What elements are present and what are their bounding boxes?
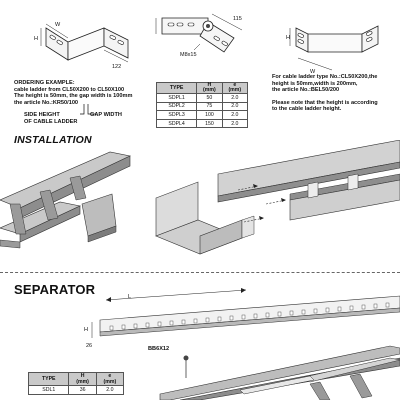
table-row: SDL1 36 2.0 [27, 385, 125, 395]
ordering-example-line: The height is 50mm, the gap width is 100… [14, 93, 133, 100]
installation-title: INSTALLATION [14, 134, 92, 146]
table-header: H(mm) [68, 372, 97, 386]
table-cell: SDL1 [27, 385, 70, 395]
table-cell: 150 [196, 118, 223, 129]
right-note-line: to the cable ladder height. [272, 106, 342, 113]
table-header: e(mm) [95, 372, 125, 386]
table-cell: 75 [196, 101, 223, 112]
label-arrows [78, 104, 98, 118]
right-note-line: Please note that the height is according [272, 99, 378, 106]
separator-install-drawing [140, 338, 400, 401]
table-header: TYPE [155, 82, 198, 94]
right-note-line: For cable ladder type No.:CL50X200,the [272, 74, 378, 80]
section-divider [0, 272, 400, 273]
installation-plate-exploded [148, 139, 400, 258]
table-cell: 2.0 [221, 118, 249, 129]
right-note-line: height is 50mm,width is 200mm, [272, 80, 358, 87]
bend-plate-drawing: H W [286, 18, 391, 76]
separator-table-wrapper: TYPE H(mm) e(mm) SDL1 36 2.0 [27, 372, 125, 395]
reducer-plate-drawing: W H 122 [28, 10, 138, 70]
separator-dim-l: L [128, 294, 131, 300]
table-cell: 2.0 [95, 385, 125, 395]
table-cell: SDPL1 [155, 93, 198, 103]
separator-title: SEPARATOR [14, 282, 96, 297]
installation-ladder-drawing [0, 148, 140, 250]
table-cell: 2.0 [221, 93, 249, 103]
table-cell: 36 [68, 385, 97, 395]
gap-width-label: GAP WIDTH [90, 112, 122, 118]
ordering-example: ORDERING EXAMPLE: cable ladder from CL50… [14, 80, 132, 106]
fig1-w-label: W [55, 22, 61, 28]
separator-dim-h: H [84, 327, 88, 333]
separator-table: TYPE H(mm) e(mm) SDL1 36 2.0 [27, 372, 125, 395]
fig3-h-label: H [286, 35, 290, 41]
ordering-example-title: ORDERING EXAMPLE: [14, 80, 75, 86]
table-header: H(mm) [196, 82, 223, 94]
table-cell: SDPL3 [155, 110, 198, 120]
ordering-example-line: cable ladder from CL50X200 to CL50X100 [14, 86, 125, 93]
table-cell: SDPL2 [155, 101, 198, 112]
hinged-plate-drawing: 115 M8x15 [150, 4, 260, 66]
table-cell: 50 [196, 93, 223, 103]
fig2-bolt-label: M8x15 [180, 52, 197, 58]
table-header: e(mm) [221, 82, 249, 94]
table-cell: 2.0 [221, 101, 249, 112]
ordering-example-line: the article No.:KR50/100 [14, 99, 79, 106]
table-cell: SDPL4 [155, 118, 198, 129]
table-header: TYPE [27, 372, 70, 386]
right-note-line: the article No.:BEL50/200 [272, 87, 340, 94]
fig1-h-label: H [34, 36, 38, 42]
right-note: For cable ladder type No.:CL50X200,the h… [272, 74, 378, 113]
side-height-line: OF CABLE LADDER [24, 118, 78, 125]
fig3-w-label: W [310, 69, 316, 75]
side-height-label: SIDE HEIGHT OF CABLE LADDER [24, 112, 77, 125]
fig2-dim-115: 115 [233, 16, 242, 22]
side-height-line: SIDE HEIGHT [24, 112, 60, 118]
separator-dim-26: 26 [86, 343, 92, 349]
separator-bolt-label: BB6X12 [148, 346, 170, 352]
fig1-dim-122: 122 [112, 64, 121, 70]
separator-strip-drawing: L H 26 [80, 286, 400, 350]
table-cell: 100 [196, 110, 223, 120]
table-cell: 2.0 [221, 110, 249, 120]
